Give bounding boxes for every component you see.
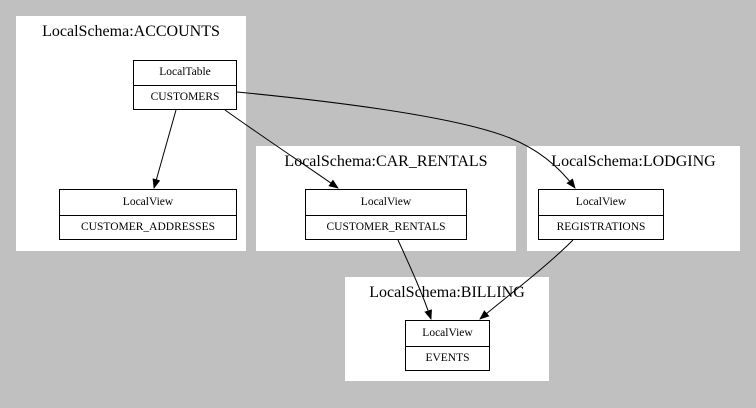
cluster-title-car-rentals: LocalSchema:CAR_RENTALS (284, 153, 488, 170)
node-customer-addresses-name: CUSTOMER_ADDRESSES (81, 221, 215, 233)
node-customer-addresses-kind: LocalView (122, 196, 174, 208)
node-customer-addresses[interactable]: LocalView CUSTOMER_ADDRESSES (59, 189, 237, 240)
node-registrations[interactable]: LocalView REGISTRATIONS (538, 189, 664, 240)
node-customers[interactable]: LocalTable CUSTOMERS (133, 60, 237, 110)
cluster-title-accounts: LocalSchema:ACCOUNTS (42, 23, 220, 40)
cluster-title-billing: LocalSchema:BILLING (369, 284, 525, 301)
node-customer-rentals-name: CUSTOMER_RENTALS (326, 221, 446, 233)
node-registrations-name: REGISTRATIONS (556, 221, 646, 233)
node-customer-rentals-kind: LocalView (360, 196, 412, 208)
node-divider (539, 215, 663, 216)
node-customer-rentals[interactable]: LocalView CUSTOMER_RENTALS (305, 189, 467, 240)
cluster-title-lodging: LocalSchema:LODGING (551, 153, 716, 170)
node-events-name: EVENTS (425, 352, 470, 364)
node-events[interactable]: LocalView EVENTS (405, 320, 490, 371)
node-divider (406, 346, 489, 347)
node-divider (60, 215, 236, 216)
node-customers-name: CUSTOMERS (150, 91, 220, 103)
node-divider (306, 215, 466, 216)
node-divider (134, 85, 236, 86)
node-registrations-kind: LocalView (575, 196, 627, 208)
node-events-kind: LocalView (422, 327, 473, 339)
node-customers-kind: LocalTable (159, 66, 211, 78)
